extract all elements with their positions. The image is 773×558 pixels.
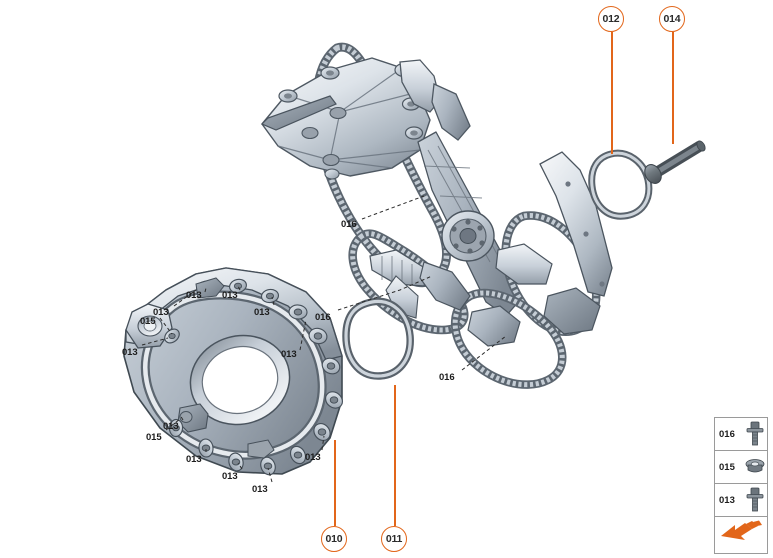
chain-guide-long-right: [539, 151, 613, 297]
timing-chain-bottom: [450, 288, 567, 389]
leader-lines: [141, 195, 507, 483]
tensioner-arm-left: [419, 261, 471, 311]
part-label-013-d: 013: [122, 347, 138, 358]
flange-bolt-icon: [743, 486, 767, 514]
legend-number-015: 015: [719, 461, 735, 473]
part-label-013-a: 013: [186, 290, 202, 301]
callout-010[interactable]: 010: [321, 526, 347, 552]
part-012-sealing-ring: [588, 149, 653, 220]
callout-lead-011: [394, 385, 396, 526]
part-label-016-c: 016: [439, 372, 455, 383]
bracket-left-rail: [260, 95, 337, 131]
callout-011[interactable]: 011: [381, 526, 407, 552]
legend-row-015[interactable]: 015: [715, 451, 767, 484]
callout-014[interactable]: 014: [659, 6, 685, 32]
callout-lead-014: [672, 32, 674, 144]
part-label-015-b: 015: [146, 432, 162, 443]
callout-lead-012: [611, 32, 613, 154]
crank-sprocket: [441, 210, 495, 262]
legend-row-016[interactable]: 016: [715, 418, 767, 451]
legend-row-013[interactable]: 013: [715, 484, 767, 517]
callout-012[interactable]: 012: [598, 6, 624, 32]
part-label-013-h: 013: [186, 454, 202, 465]
fastener-legend: 016 015: [714, 417, 768, 554]
part-011-seal-ring: [342, 297, 414, 380]
cover-top-tab: [195, 277, 225, 299]
part-label-013-j: 013: [252, 484, 268, 495]
tensioner-shoe-bottom: [467, 305, 521, 347]
part-label-016-a: 016: [341, 219, 357, 230]
chain-guide-left: [369, 249, 429, 287]
chain-guide-right: [495, 243, 553, 285]
legend-row-direction[interactable]: [715, 517, 767, 553]
legend-number-016: 016: [719, 428, 735, 440]
legend-number-013: 013: [719, 494, 735, 506]
part-label-013-e: 013: [254, 307, 270, 318]
cover-bolt-bosses: [164, 278, 343, 476]
tensioner-shoe-right: [543, 287, 601, 335]
part-014-bolt: [644, 140, 706, 184]
part-010-timing-cover: [123, 267, 343, 476]
part-label-015-a: 015: [140, 316, 156, 327]
flange-nut-icon: [743, 453, 767, 481]
upper-right-arm: [431, 83, 471, 141]
orange-arrow-icon: [719, 520, 763, 551]
part-label-013-i: 013: [222, 471, 238, 482]
part-label-013-f: 013: [281, 349, 297, 360]
timing-chain-lower-left: [348, 229, 469, 335]
part-label-013-k: 013: [305, 452, 321, 463]
chain-drive-assembly: [260, 42, 613, 389]
callout-lead-010: [334, 440, 336, 526]
part-label-013-c: 013: [153, 307, 169, 318]
cover-bottom-tab: [247, 439, 275, 459]
part-label-013-b: 013: [222, 290, 238, 301]
part-label-016-b: 016: [315, 312, 331, 323]
flange-bolt-icon: [743, 420, 767, 448]
part-label-013-g: 013: [163, 421, 179, 432]
